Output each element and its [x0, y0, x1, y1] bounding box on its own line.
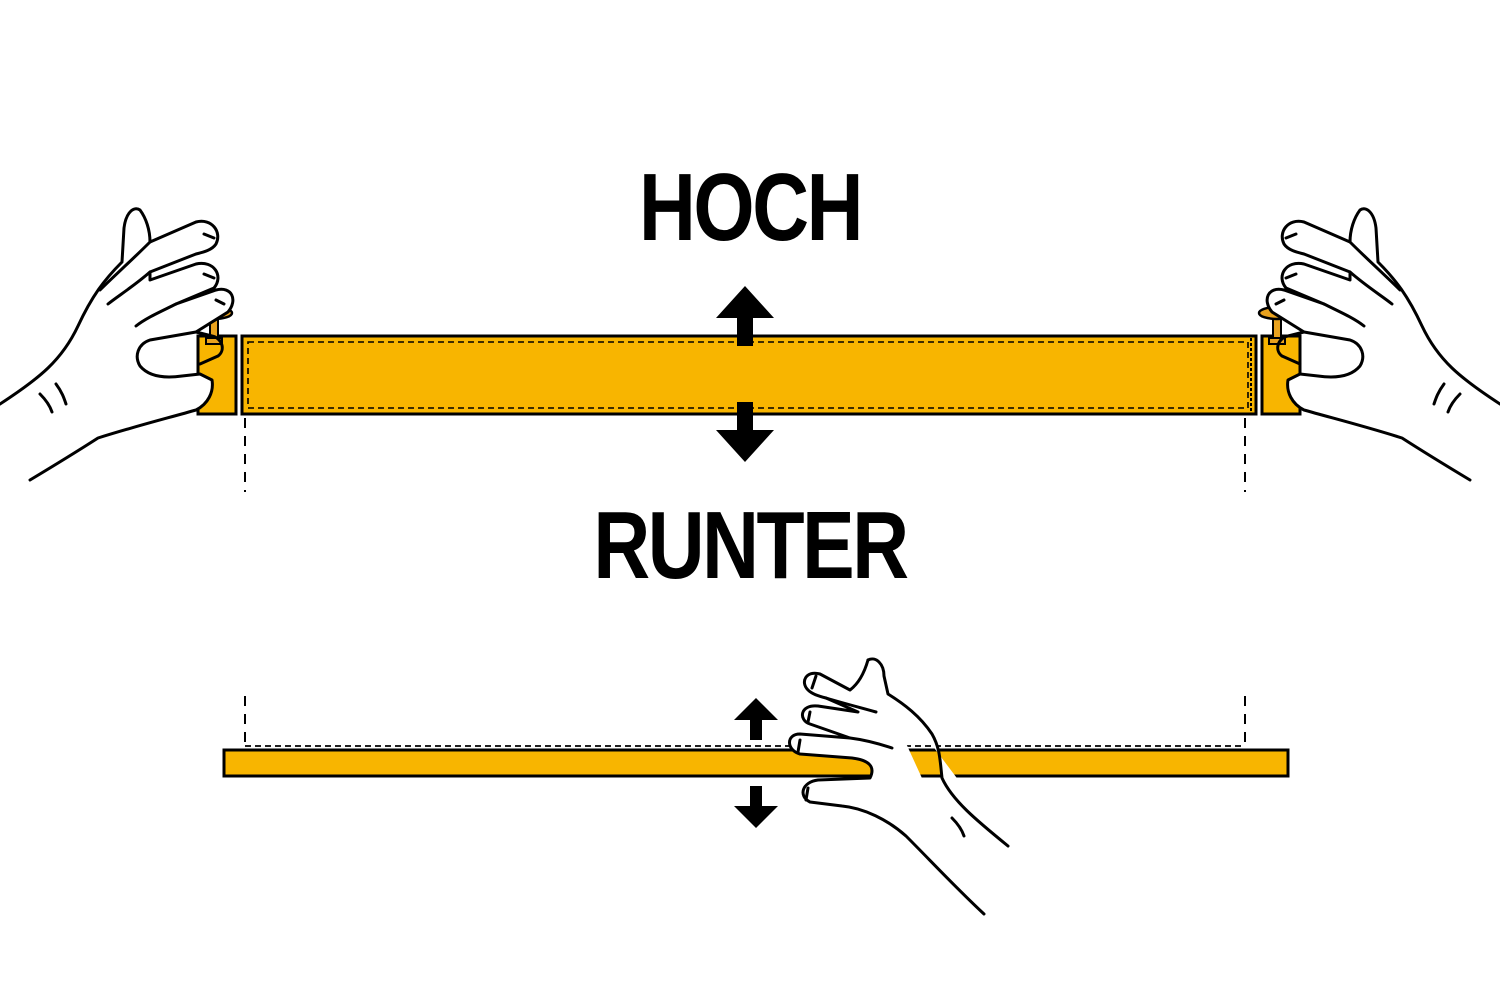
- label-up: HOCH: [639, 154, 863, 261]
- right-hand-icon: [1265, 207, 1500, 482]
- label-down: RUNTER: [593, 492, 909, 599]
- double-arrow-vertical-icon: [734, 698, 778, 828]
- bottom-blind-bar: [222, 748, 1290, 778]
- bottom-blind-assembly: [222, 696, 1290, 778]
- double-arrow-vertical-icon: [716, 286, 774, 462]
- left-hand-icon: [0, 207, 235, 482]
- bottom-hand-icon: [788, 657, 1010, 916]
- right-end-cap: [1260, 334, 1302, 416]
